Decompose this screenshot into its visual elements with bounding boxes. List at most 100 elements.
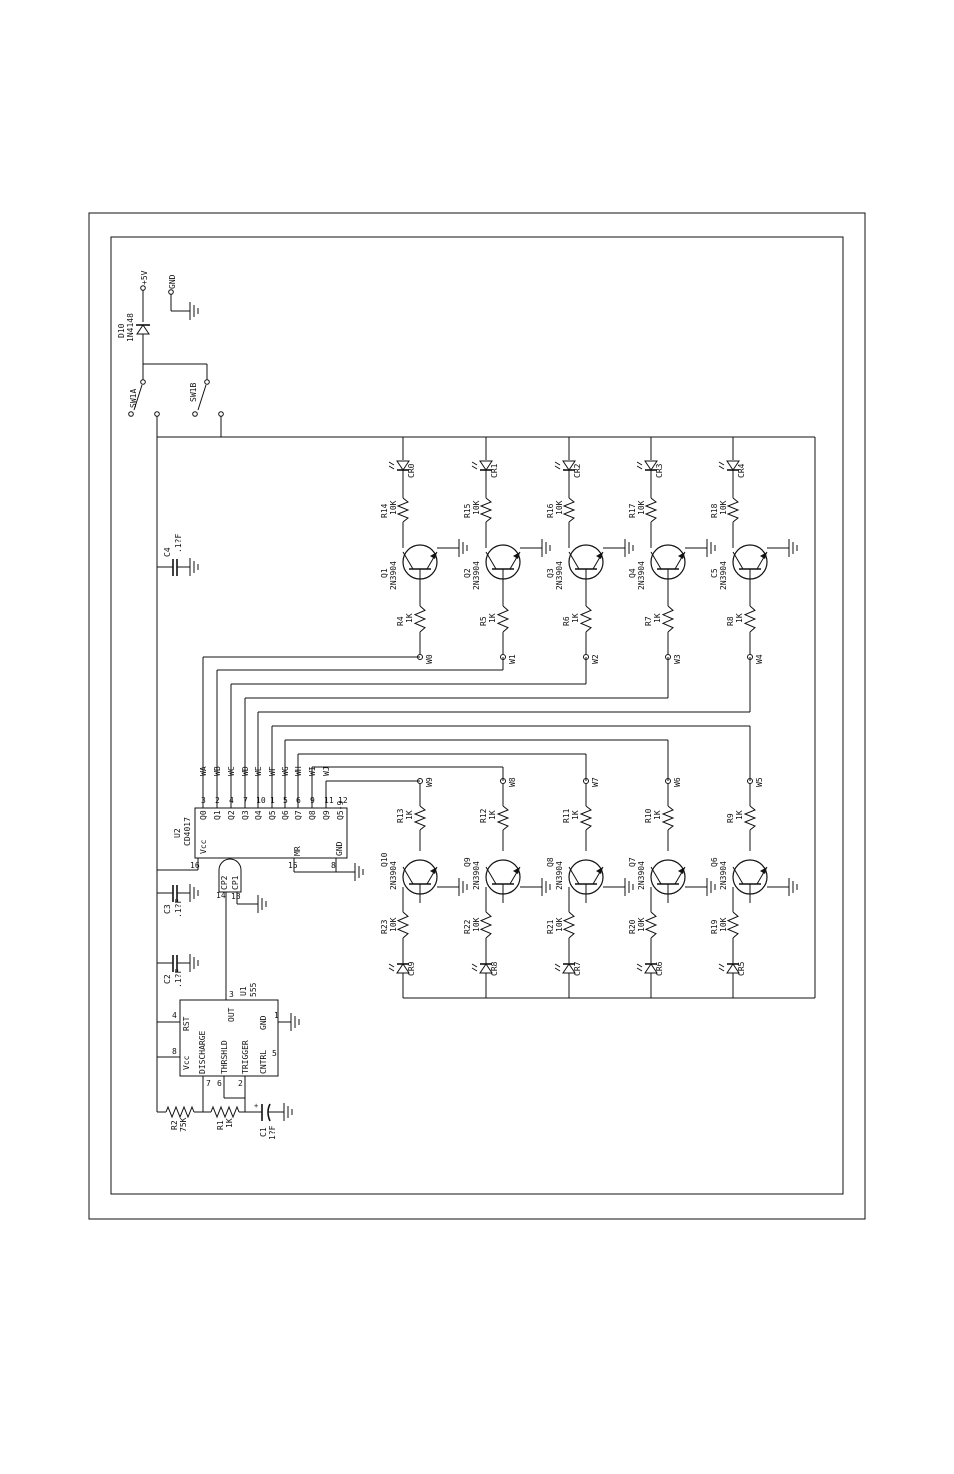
u2-output-q2: Q2 [227, 810, 236, 820]
c4-val: .1?F [174, 534, 183, 553]
q-q8-part: 2N3904 [555, 861, 564, 890]
q-q4-part: 2N3904 [637, 561, 646, 590]
u1-pinnum-rst: 4 [172, 1011, 177, 1020]
res-r5: R5 [479, 616, 488, 626]
u2-wire-label-wh: WH [294, 766, 303, 776]
res-r21-val: 10K [555, 917, 564, 932]
u2-output-q8: Q8 [308, 810, 317, 820]
d10-part: 1N4148 [126, 313, 135, 342]
res-r5-val: 1K [488, 613, 497, 623]
d10-ref: D10 [117, 323, 126, 338]
res-r9: R9 [726, 813, 735, 823]
gnd-terminal-label: GND [168, 274, 177, 289]
net-w9: W9 [425, 777, 434, 787]
u2-gnd-pin: 8 [331, 861, 336, 870]
u2-output-pin-0: 3 [201, 796, 206, 805]
u2-output-q5-9: Q5-9 [336, 801, 345, 820]
q-q2: Q2 [463, 568, 472, 578]
u1-pin-thrshld: THRSHLD [220, 1040, 229, 1074]
c1-ref: C1 [259, 1127, 268, 1137]
res-r11: R11 [562, 808, 571, 823]
u2-output-pin-1: 2 [215, 796, 220, 805]
res-r14-val: 10K [389, 500, 398, 515]
net-w6: W6 [673, 777, 682, 787]
res-r14: R14 [380, 503, 389, 518]
u2-output-q3: Q3 [241, 810, 250, 820]
led-cr2: CR2 [573, 463, 582, 478]
u2-output-q7: Q7 [294, 810, 303, 820]
u1-part: 555 [249, 982, 258, 997]
net-w4: W4 [755, 654, 764, 664]
q-q6: Q6 [710, 857, 719, 867]
q-q10: Q10 [380, 852, 389, 867]
res-r8: R8 [726, 616, 735, 626]
u2-output-pin-5: 1 [270, 796, 275, 805]
u1-pin-trigger: TRIGGER [241, 1040, 250, 1074]
res-r15: R15 [463, 503, 472, 518]
u2-cp2-pin: 14 [216, 891, 226, 900]
u2-wire-label-wc: WC [227, 766, 236, 776]
r1-ref: R1 [216, 1120, 225, 1130]
u2-output-pin-7: 6 [296, 796, 301, 805]
led-cr8: CR8 [490, 961, 499, 976]
c1-val: 1?F [268, 1125, 277, 1140]
u1-pinnum-vcc: 8 [172, 1047, 177, 1056]
u1-ref: U1 [239, 986, 248, 996]
res-r16-val: 10K [555, 500, 564, 515]
res-r8-val: 1K [735, 613, 744, 623]
u1-pinnum-trigger: 2 [238, 1079, 243, 1088]
u1-pin-cntrl: CNTRL [259, 1050, 268, 1074]
u1-pinnum-discharge: 7 [206, 1079, 211, 1088]
res-r13-val: 1K [405, 810, 414, 820]
u2-output-pin-3: 7 [243, 796, 248, 805]
res-r11-val: 1K [571, 810, 580, 820]
res-r12: R12 [479, 808, 488, 823]
u2-output-pin-9: 11 [324, 796, 334, 805]
u2-output-q6: Q6 [281, 810, 290, 820]
res-r13: R13 [396, 808, 405, 823]
res-r18: R18 [710, 503, 719, 518]
q-q1: Q1 [380, 568, 389, 578]
led-cr3: CR3 [655, 463, 664, 478]
q-q9: Q9 [463, 857, 472, 867]
net-w1: W1 [508, 654, 517, 664]
vplus-label: +5V [140, 270, 149, 285]
u2-output-pin-8: 9 [310, 796, 315, 805]
c2-val: .1?F [174, 969, 183, 988]
res-r19: R19 [710, 919, 719, 934]
res-r21: R21 [546, 919, 555, 934]
res-r20: R20 [628, 919, 637, 934]
sw1b-label: SW1B [189, 383, 198, 402]
q-q4: Q4 [628, 568, 637, 578]
net-w8: W8 [508, 777, 517, 787]
q-c5-part: 2N3904 [719, 561, 728, 590]
u2-wire-label-wd: WD [241, 766, 250, 776]
net-w0: W0 [425, 654, 434, 664]
res-r18-val: 10K [719, 500, 728, 515]
u2-output-pin-6: 5 [283, 796, 288, 805]
res-r9-val: 1K [735, 810, 744, 820]
q-q10-part: 2N3904 [389, 861, 398, 890]
u2-output-pin-10: 12 [338, 796, 348, 805]
res-r16: R16 [546, 503, 555, 518]
q-q7: Q7 [628, 857, 637, 867]
u2-mr-pin: 15 [288, 861, 298, 870]
u2-part: CD4017 [183, 817, 192, 846]
u1-pin-discharge: DISCHARGE [198, 1030, 207, 1074]
u2-vcc: Vcc [199, 839, 208, 854]
q-q1-part: 2N3904 [389, 561, 398, 590]
c2-ref: C2 [163, 974, 172, 984]
u2-output-pin-4: 10 [256, 796, 266, 805]
u1-pinnum-out: 3 [229, 990, 234, 999]
inner-frame [110, 236, 844, 1195]
q-c5: C5 [710, 568, 719, 578]
u2-output-q9: Q9 [322, 810, 331, 820]
led-cr5: CR5 [737, 961, 746, 976]
sw1a-label: SW1A [129, 389, 138, 408]
q-q3-part: 2N3904 [555, 561, 564, 590]
